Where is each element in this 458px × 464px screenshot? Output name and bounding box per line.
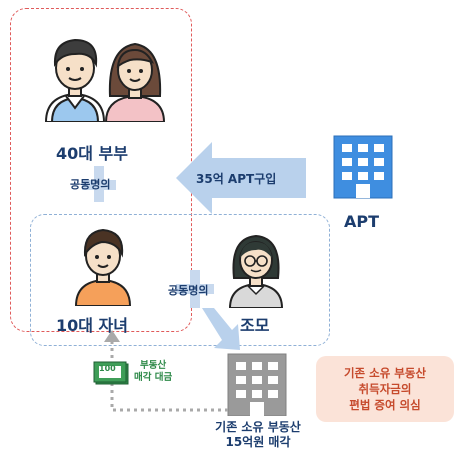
apt-label: APT <box>344 212 380 231</box>
plus-icon-horizontal <box>82 180 116 190</box>
sale-money-label: 부동산 매각 대금 <box>134 360 173 383</box>
purchase-arrow-icon <box>176 142 306 214</box>
money-bills-icon <box>93 361 129 385</box>
joint-ownership-label-top: 공동명의 <box>70 178 111 191</box>
apartment-building-icon <box>333 135 393 199</box>
diagonal-arrow-icon <box>202 308 240 350</box>
child-label: 10대 자녀 <box>56 316 128 335</box>
suspicion-note-text: 기존 소유 부동산 취득자금의 편법 증여 의심 <box>343 366 427 412</box>
money-bill-denomination: 100 <box>99 364 116 373</box>
money-flow-dotted-line <box>104 330 228 412</box>
suspicion-note-box: 기존 소유 부동산 취득자금의 편법 증여 의심 <box>316 356 454 422</box>
child-grandmother-group-box <box>30 214 330 346</box>
grandmother-label: 조모 <box>240 316 270 335</box>
existing-property-label: 기존 소유 부동산 15억원 매각 <box>215 420 301 449</box>
father-icon <box>44 38 106 122</box>
purchase-label: 35억 APT구입 <box>196 172 277 186</box>
existing-property-building-icon <box>227 353 287 416</box>
couple-label: 40대 부부 <box>56 144 128 163</box>
child-icon <box>74 228 132 306</box>
joint-ownership-label-mid: 공동명의 <box>168 284 209 297</box>
plus-icon-horizontal-mid <box>176 284 214 294</box>
grandmother-icon <box>228 234 284 308</box>
mother-icon <box>104 42 166 122</box>
